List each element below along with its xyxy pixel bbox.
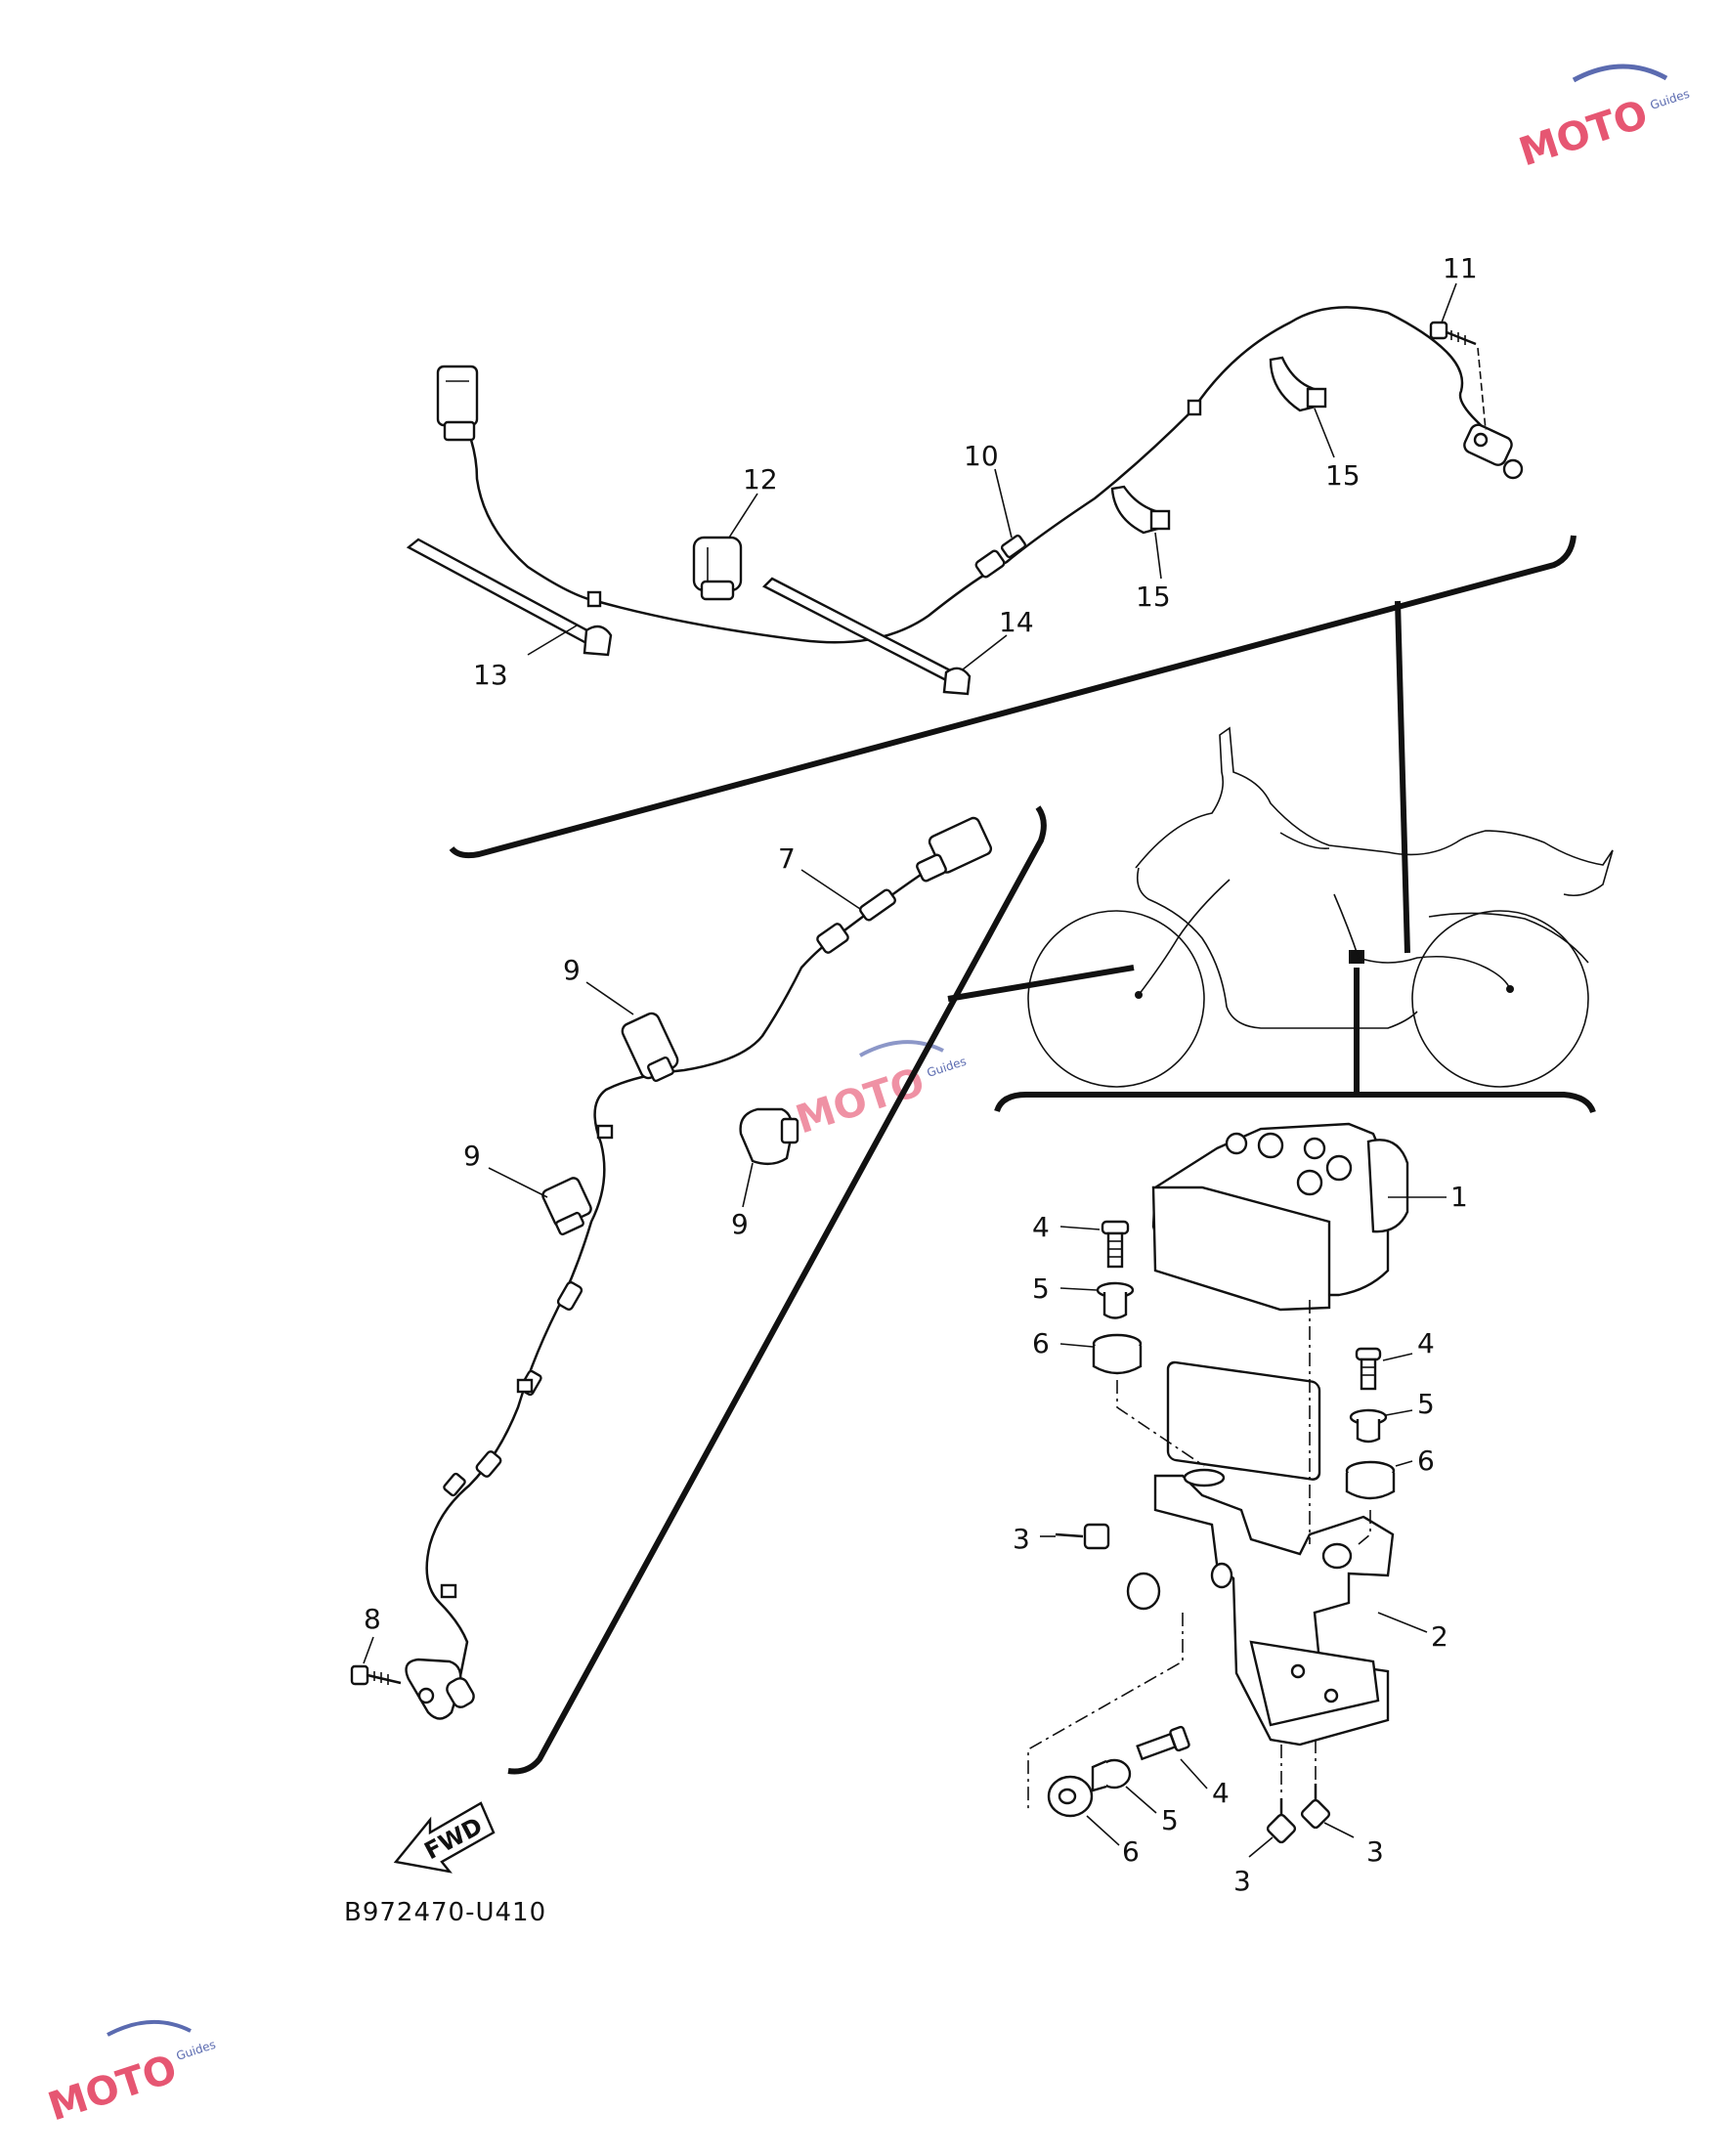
- callout-4-c: 4: [1212, 1777, 1230, 1809]
- callout-4-a: 4: [1032, 1211, 1050, 1243]
- watermark-logo-top: MOTO Guides: [1514, 64, 1692, 176]
- callout-8: 8: [364, 1603, 381, 1635]
- callout-9-a: 9: [563, 954, 581, 986]
- front-wheel-sensor-harness: [405, 816, 993, 1720]
- leader-to-rear-harness: [1395, 600, 1410, 954]
- assembly-line-a: [1116, 1380, 1205, 1467]
- part-9-holder-b: [541, 1177, 592, 1236]
- rear-wheel-sensor-harness: [436, 306, 1524, 644]
- abs-location-marker: [1349, 950, 1364, 964]
- svg-text:Guides: Guides: [926, 1055, 969, 1080]
- part-3-bolt-b: [1266, 1798, 1297, 1844]
- left-section-divider: [507, 805, 1047, 1775]
- diagram-code: B972470-U410: [344, 1898, 546, 1927]
- part-1-abs-hydraulic-unit: [1151, 1122, 1409, 1481]
- part-8-bolt: [350, 1664, 402, 1686]
- motorcycle-outline: [1027, 726, 1614, 1088]
- callout-4-b: 4: [1417, 1327, 1435, 1359]
- part-13-cable-tie: [406, 538, 613, 657]
- watermark-logo-bottom: MOTO Guides: [43, 2020, 218, 2131]
- part-5-collar-a: [1096, 1281, 1135, 1319]
- part-6-grommet-b: [1345, 1460, 1396, 1500]
- part-9-holder-c: [739, 1107, 799, 1166]
- assembly-line-d: [1027, 1613, 1184, 1813]
- front-wheel-sensor: [405, 1658, 462, 1720]
- part-4-bolt-c: [1136, 1725, 1190, 1761]
- part-15-clamp-b: [1269, 356, 1327, 412]
- callout-6-c: 6: [1122, 1835, 1140, 1868]
- part-4-bolt-a: [1101, 1220, 1130, 1269]
- part-3-bolt-c: [1300, 1784, 1331, 1830]
- part-14-cable-tie: [761, 577, 972, 696]
- callout-10: 10: [964, 440, 999, 472]
- callout-7: 7: [778, 842, 796, 875]
- callout-12: 12: [743, 463, 778, 496]
- part-5-collar-b: [1349, 1408, 1388, 1444]
- part-6-grommet-a: [1092, 1333, 1143, 1375]
- part-12-connector-holder: [692, 536, 743, 601]
- svg-text:MOTO: MOTO: [43, 2047, 183, 2130]
- callout-6-a: 6: [1032, 1327, 1050, 1359]
- callout-11: 11: [1443, 252, 1478, 284]
- callout-3-a: 3: [1013, 1523, 1030, 1555]
- callout-9-b: 9: [463, 1140, 481, 1172]
- callout-9-c: 9: [731, 1208, 749, 1240]
- callout-5-c: 5: [1161, 1804, 1179, 1836]
- callout-5-b: 5: [1417, 1388, 1435, 1420]
- part-3-bolt-a: [1055, 1523, 1110, 1550]
- callout-15-a: 15: [1136, 581, 1171, 613]
- callout-5-a: 5: [1032, 1272, 1050, 1305]
- upper-section-divider: [449, 535, 1577, 859]
- rear-wheel-sensor: [1463, 423, 1513, 466]
- svg-text:MOTO: MOTO: [791, 1059, 930, 1143]
- svg-text:MOTO: MOTO: [1514, 92, 1654, 175]
- part-15-clamp-a: [1110, 485, 1171, 535]
- rear-harness-connector: [436, 365, 479, 427]
- part-4-bolt-b: [1355, 1347, 1382, 1391]
- part-6-grommet-c: [1047, 1775, 1094, 1818]
- right-section-divider: [994, 1092, 1596, 1114]
- callout-3-c: 3: [1366, 1835, 1384, 1868]
- part-11-bolt: [1429, 321, 1487, 431]
- callout-2: 2: [1431, 1620, 1448, 1653]
- fwd-arrow-icon: FWD: [393, 1801, 496, 1874]
- part-9-holder-a: [621, 1012, 679, 1083]
- leader-to-front-harness: [947, 965, 1135, 1002]
- callout-14: 14: [999, 606, 1034, 638]
- watermark-logo-mid: MOTO Guides: [791, 1040, 969, 1143]
- callout-15-b: 15: [1325, 459, 1361, 492]
- leader-lines: [363, 282, 1457, 1858]
- part-5-collar-c: [1091, 1758, 1132, 1792]
- callout-6-b: 6: [1417, 1445, 1435, 1477]
- callout-3-b: 3: [1233, 1865, 1251, 1897]
- callout-1: 1: [1450, 1181, 1468, 1213]
- svg-text:Guides: Guides: [175, 2038, 218, 2063]
- svg-text:Guides: Guides: [1649, 87, 1692, 112]
- part-2-bracket: [1126, 1468, 1395, 1746]
- callout-13: 13: [473, 659, 508, 691]
- assembly-line-c: [1358, 1510, 1371, 1545]
